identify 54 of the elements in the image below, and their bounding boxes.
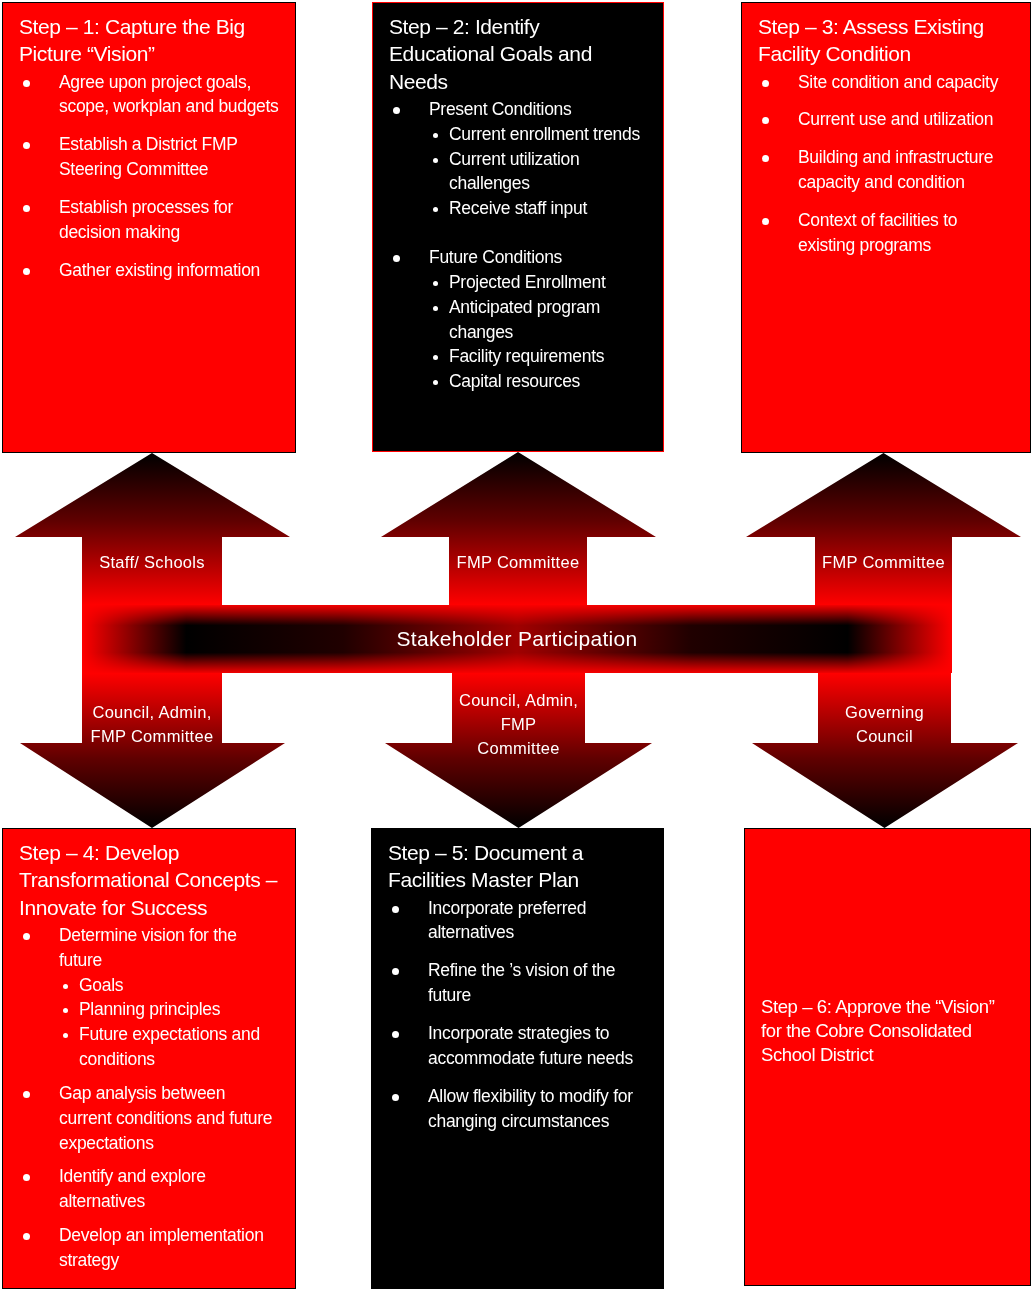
- bullet-item: Allow flexibility to modify for changing circumstances: [388, 1083, 649, 1134]
- bullet-item: Future Conditions: [389, 245, 649, 270]
- edge-label: Council, Admin, FMP Committee: [458, 690, 579, 759]
- edge-label: Staff/ Schools: [99, 552, 205, 574]
- bullet-item: Gather existing information: [19, 257, 281, 283]
- bullet-item: Incorporate strategies to accommodate future needs: [388, 1020, 649, 1071]
- sub-bullet-item: Future expectations and conditions: [19, 1022, 281, 1072]
- block-arrow: [381, 452, 656, 605]
- step-panel: [2, 2, 296, 453]
- bullet-item: Present Conditions: [389, 96, 649, 122]
- sub-bullet-item: Goals: [19, 972, 281, 998]
- sub-bullet-item: Anticipated program changes: [389, 294, 649, 345]
- step-heading: Step – 1: Capture the Big Picture “Vision”: [19, 14, 246, 68]
- banner-title: Stakeholder Participation: [396, 627, 638, 651]
- bullet-item: Incorporate preferred alternatives: [388, 895, 649, 946]
- sub-bullet-item: Current enrollment trends: [389, 121, 649, 147]
- block-arrow: [20, 673, 285, 828]
- bullet-item: Context of facilities to existing programs: [758, 207, 1016, 258]
- block-arrow: [15, 453, 290, 605]
- step-heading: Step – 6: Approve the “Vision” for the Cobre Consolidated School District: [761, 994, 996, 1067]
- bullet-item: Building and infrastructure capacity and condition: [758, 145, 1016, 195]
- bullet-item: Establish processes for decision making: [19, 194, 281, 245]
- sub-bullet-item: Projected Enrollment: [389, 269, 649, 295]
- step-panel: [744, 828, 1031, 1286]
- sub-bullet-item: Capital resources: [389, 369, 649, 395]
- sub-bullet-item: Current utilization challenges: [389, 146, 649, 197]
- step-panel: [372, 2, 664, 452]
- edge-label: FMP Committee: [456, 552, 580, 574]
- step-heading: Step – 4: Develop Transformational Concepts – Innovate for Success: [19, 840, 279, 921]
- bullet-item: Agree upon project goals, scope, workplan and budgets: [19, 69, 281, 120]
- step-panel: [741, 2, 1031, 453]
- banner-bar: [82, 605, 952, 673]
- step-heading: Step – 3: Assess Existing Facility Condition: [758, 14, 985, 68]
- sub-bullet-item: Facility requirements: [389, 344, 649, 370]
- block-arrow: [385, 673, 652, 828]
- block-arrow: [752, 673, 1018, 828]
- bullet-item: Develop an implementation strategy: [19, 1223, 281, 1273]
- bullet-item: Establish a District FMP Steering Committee: [19, 132, 281, 182]
- sub-bullet-item: Receive staff input: [389, 196, 649, 222]
- bullet-item: Gap analysis between current conditions and future expectations: [19, 1080, 281, 1156]
- edge-label: Council, Admin, FMP Committee: [89, 702, 215, 747]
- block-arrow: [746, 453, 1021, 605]
- edge-label: Governing Council: [844, 702, 925, 747]
- step-panel: [2, 828, 296, 1289]
- bullet-item: Current use and utilization: [758, 107, 1016, 133]
- sub-bullet-item: Planning principles: [19, 997, 281, 1023]
- bullet-item: Determine vision for the future: [19, 922, 281, 973]
- step-heading: Step – 2: Identify Educational Goals and Needs: [389, 14, 593, 95]
- edge-label: FMP Committee: [822, 552, 945, 574]
- bullet-item: Site condition and capacity: [758, 69, 1016, 95]
- step-heading: Step – 5: Document a Facilities Master Plan: [388, 840, 585, 894]
- step-panel: [371, 828, 664, 1289]
- bullet-item: Identify and explore alternatives: [19, 1164, 281, 1215]
- bullet-item: Refine the ’s vision of the future: [388, 958, 649, 1008]
